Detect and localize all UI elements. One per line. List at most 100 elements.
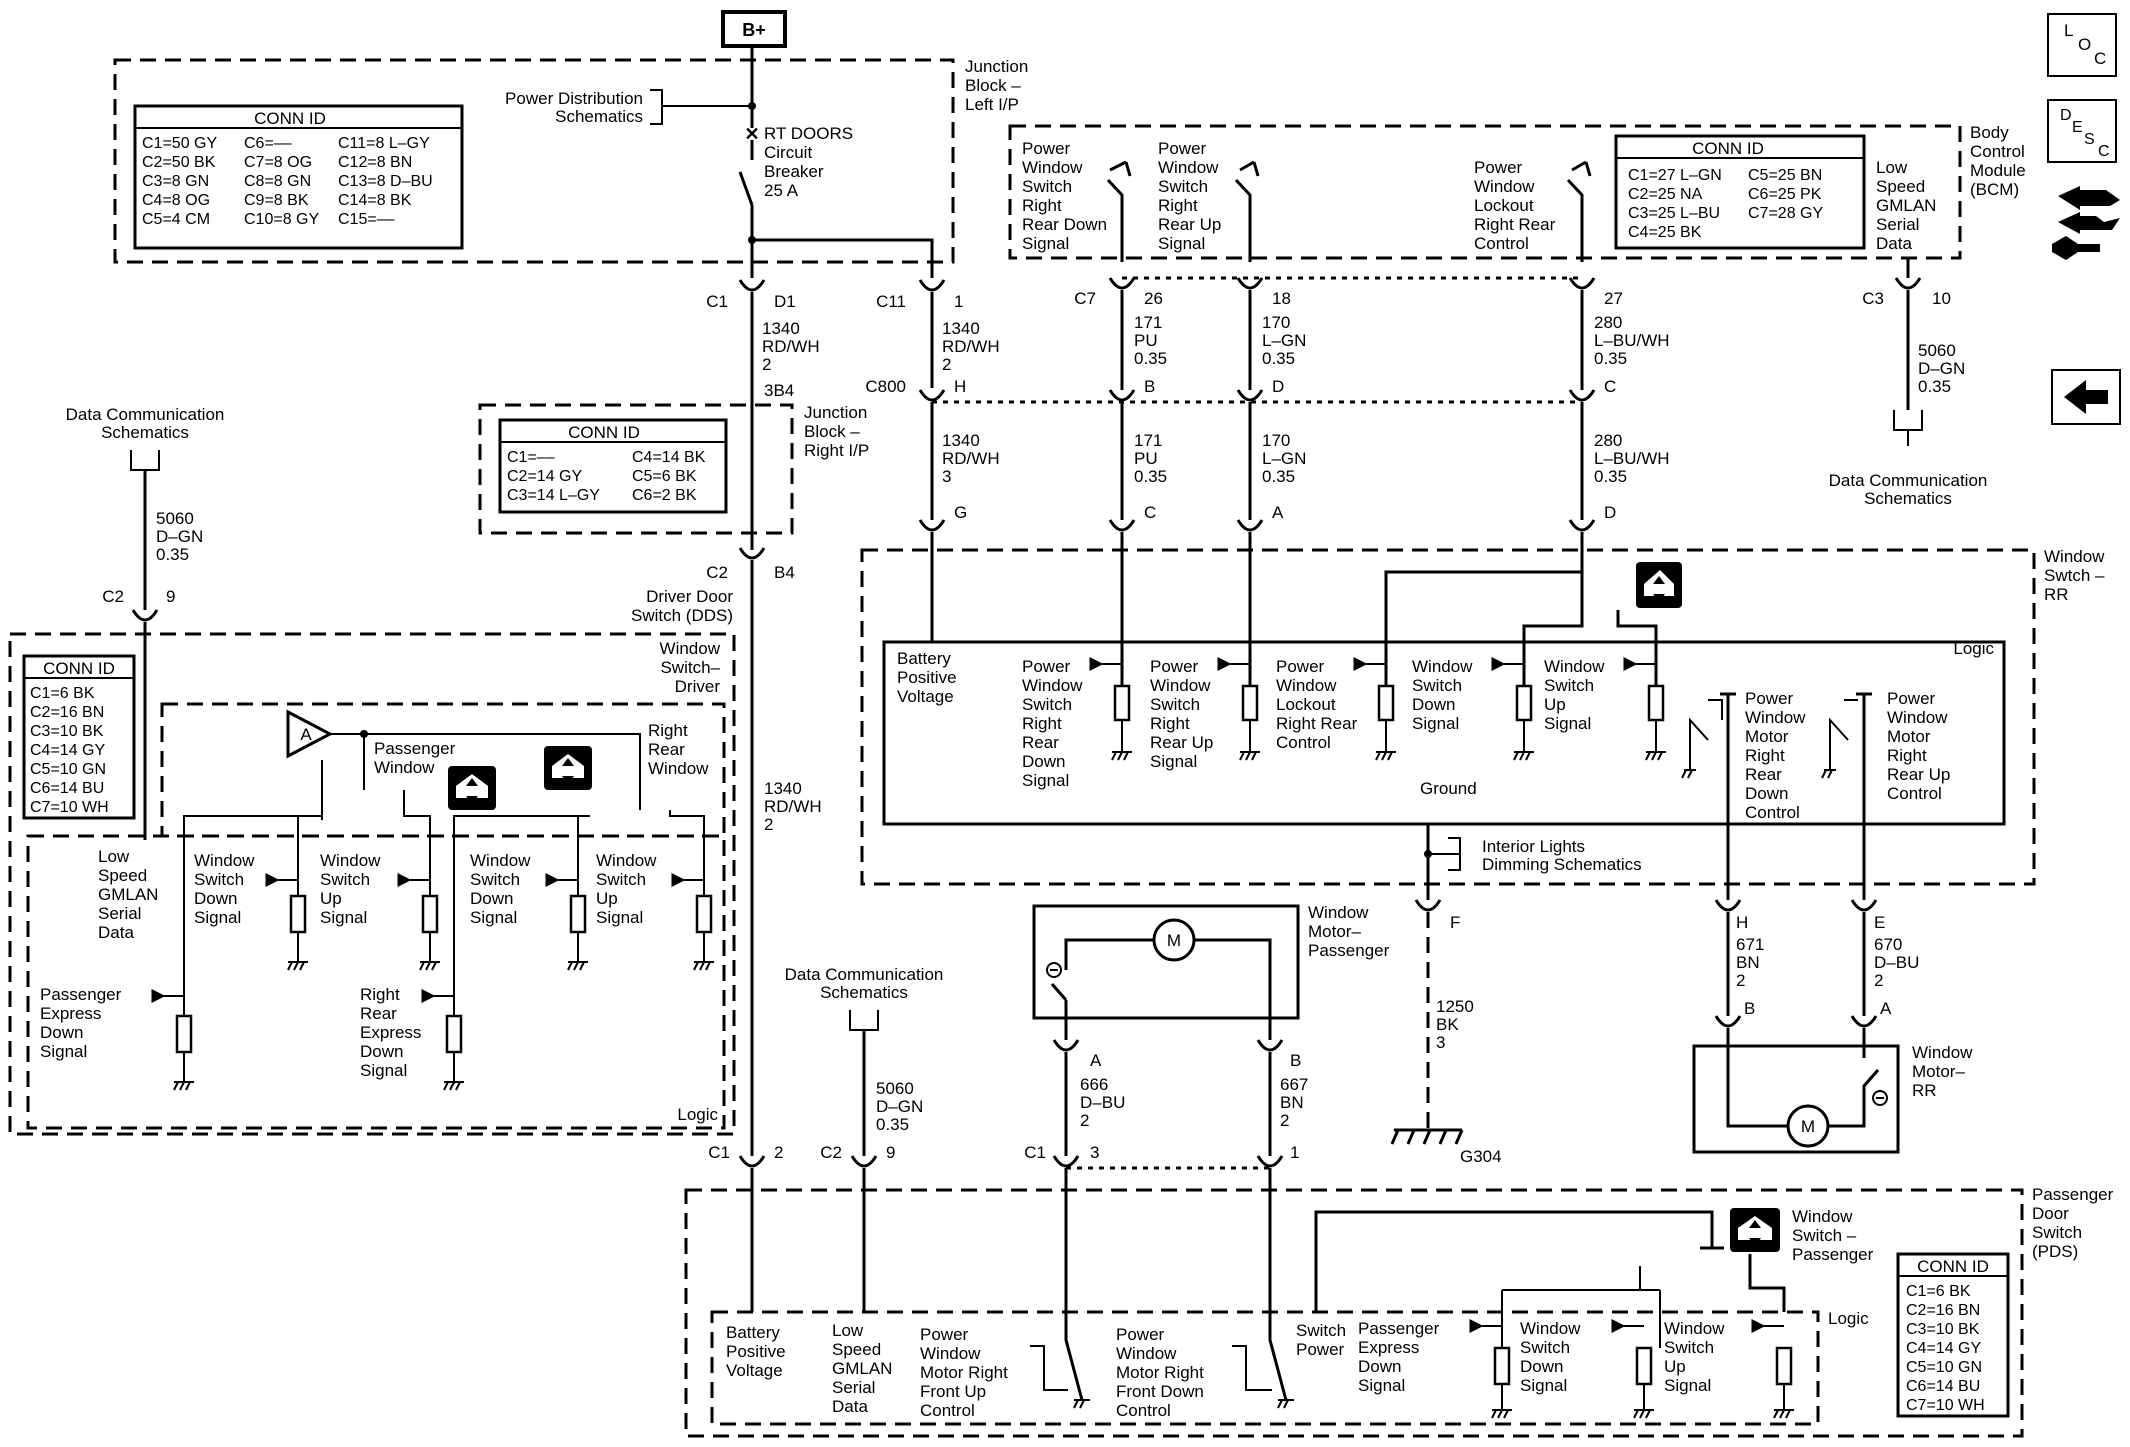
- svg-text:Block –: Block –: [965, 76, 1021, 95]
- svg-text:0.35: 0.35: [1918, 377, 1951, 396]
- svg-text:Passenger: Passenger: [1308, 941, 1390, 960]
- svg-text:C4=14 GY: C4=14 GY: [30, 742, 105, 759]
- svg-text:(PDS): (PDS): [2032, 1242, 2078, 1261]
- svg-text:170: 170: [1262, 313, 1290, 332]
- bcm-outline: [1008, 124, 1962, 260]
- svg-text:Switch: Switch: [1544, 676, 1594, 695]
- wire-1340-c11: 1340 RD/WH 2: [942, 319, 1000, 374]
- pds-wsu: Window Switch Up Signal: [1664, 1319, 1725, 1395]
- wire-1340-c800: 1340 RD/WH 3: [942, 431, 1000, 486]
- data-comm-bcm: Data Communication Schematics: [1829, 471, 1988, 508]
- svg-text:25 A: 25 A: [764, 181, 799, 200]
- svg-text:S: S: [2084, 131, 2095, 148]
- svg-text:171: 171: [1134, 313, 1162, 332]
- svg-text:Power: Power: [1474, 158, 1523, 177]
- svg-text:Power Distribution: Power Distribution: [505, 89, 643, 108]
- svg-text:Control: Control: [1474, 234, 1529, 253]
- svg-text:C2=14 GY: C2=14 GY: [507, 468, 582, 485]
- passenger-window-icon: [448, 766, 496, 810]
- svg-text:Down: Down: [1745, 784, 1788, 803]
- connector-view-icon[interactable]: [2052, 186, 2120, 260]
- svg-text:Right Rear: Right Rear: [1474, 215, 1556, 234]
- back-arrow-button[interactable]: [2051, 369, 2121, 425]
- svg-text:671: 671: [1736, 935, 1764, 954]
- svg-text:H: H: [1736, 913, 1748, 932]
- svg-text:0.35: 0.35: [1262, 467, 1295, 486]
- svg-text:Window: Window: [1150, 676, 1211, 695]
- svg-text:C2=50 BK: C2=50 BK: [142, 154, 216, 171]
- window-switch-rr-label: Window Swtch – RR: [2044, 547, 2105, 604]
- svg-text:18: 18: [1272, 289, 1291, 308]
- svg-text:C5=6 BK: C5=6 BK: [632, 468, 697, 485]
- svg-text:C: C: [1604, 377, 1616, 396]
- svg-text:2: 2: [1080, 1111, 1089, 1130]
- svg-text:Switch: Switch: [1412, 676, 1462, 695]
- svg-text:Signal: Signal: [1022, 771, 1069, 790]
- conn-id-jb-right: CONN ID C1=–– C2=14 GY C3=14 L–GY C4=14 …: [498, 418, 728, 514]
- svg-text:C: C: [2094, 49, 2106, 68]
- window-switch-driver-label: Window Switch– Driver: [660, 639, 721, 696]
- svg-text:0.35: 0.35: [1134, 467, 1167, 486]
- dds-title: Driver Door Switch (DDS): [631, 587, 733, 625]
- svg-text:C5=10 GN: C5=10 GN: [1906, 1359, 1982, 1376]
- dds-outline: [8, 632, 736, 1136]
- svg-text:CONN ID: CONN ID: [43, 659, 115, 678]
- svg-text:Right: Right: [360, 985, 400, 1004]
- svg-text:RD/WH: RD/WH: [942, 449, 1000, 468]
- rr-window-icon-dds: [544, 746, 592, 790]
- wire-671: 671 BN 2: [1736, 935, 1764, 990]
- svg-text:Rear: Rear: [1745, 765, 1782, 784]
- svg-text:Power: Power: [1745, 689, 1794, 708]
- svg-text:Motor: Motor: [1745, 727, 1789, 746]
- svg-text:C7=10 WH: C7=10 WH: [30, 799, 109, 816]
- svg-text:C6=14 BU: C6=14 BU: [1906, 1378, 1980, 1395]
- svg-text:Signal: Signal: [40, 1042, 87, 1061]
- wire-5060-middle: 5060 D–GN 0.35: [876, 1079, 923, 1134]
- svg-text:C4=8 OG: C4=8 OG: [142, 192, 210, 209]
- svg-text:RR: RR: [1912, 1081, 1937, 1100]
- svg-text:1: 1: [1290, 1143, 1299, 1162]
- svg-text:C2=16 BN: C2=16 BN: [1906, 1302, 1980, 1319]
- svg-text:1340: 1340: [764, 779, 802, 798]
- svg-text:2: 2: [764, 815, 773, 834]
- svg-text:Signal: Signal: [1520, 1376, 1567, 1395]
- svg-text:C11: C11: [876, 292, 906, 311]
- svg-text:Motor–: Motor–: [1912, 1062, 1965, 1081]
- svg-text:Window: Window: [920, 1344, 981, 1363]
- dds-resistors: [151, 873, 714, 1091]
- svg-text:Window: Window: [1912, 1043, 1973, 1062]
- svg-text:C2: C2: [706, 563, 728, 582]
- loc-button[interactable]: L O C: [2047, 13, 2117, 77]
- svg-text:Window: Window: [1022, 158, 1083, 177]
- svg-text:C: C: [1144, 503, 1156, 522]
- svg-text:3B4: 3B4: [764, 381, 794, 400]
- svg-text:Positive: Positive: [897, 668, 957, 687]
- svg-text:RD/WH: RD/WH: [764, 797, 822, 816]
- svg-text:Passenger: Passenger: [1792, 1245, 1874, 1264]
- svg-text:CONN ID: CONN ID: [1692, 139, 1764, 158]
- bcm-gmlan: Low Speed GMLAN Serial Data: [1876, 158, 1936, 253]
- svg-text:Low: Low: [1876, 158, 1908, 177]
- desc-button[interactable]: D E S C: [2047, 99, 2117, 163]
- dds-gmlan: Low Speed GMLAN Serial Data: [98, 847, 158, 942]
- svg-text:Speed: Speed: [1876, 177, 1925, 196]
- svg-text:C6=2 BK: C6=2 BK: [632, 487, 697, 504]
- svg-text:F: F: [1450, 913, 1460, 932]
- svg-text:Left I/P: Left I/P: [965, 95, 1019, 114]
- svg-text:Motor Right: Motor Right: [1116, 1363, 1204, 1382]
- svg-text:Power: Power: [1887, 689, 1936, 708]
- svg-text:Data Communication: Data Communication: [1829, 471, 1988, 490]
- rr-s1: Power Window Switch Right Rear Down Sign…: [1022, 657, 1083, 790]
- interior-lights-label: Interior Lights Dimming Schematics: [1482, 837, 1642, 874]
- pds-logic-outline: [710, 1310, 1820, 1426]
- svg-text:Serial: Serial: [1876, 215, 1919, 234]
- svg-text:D: D: [2060, 107, 2072, 124]
- svg-text:Window: Window: [596, 851, 657, 870]
- svg-text:C1=6 BK: C1=6 BK: [30, 685, 95, 702]
- svg-text:Battery: Battery: [897, 649, 951, 668]
- data-comm-middle: Data Communication Schematics: [785, 965, 944, 1002]
- svg-text:C3: C3: [1862, 289, 1884, 308]
- dds-rred: Right Rear Express Down Signal: [360, 985, 421, 1080]
- svg-text:Down: Down: [1358, 1357, 1401, 1376]
- svg-text:C11=8 L–GY: C11=8 L–GY: [338, 135, 430, 152]
